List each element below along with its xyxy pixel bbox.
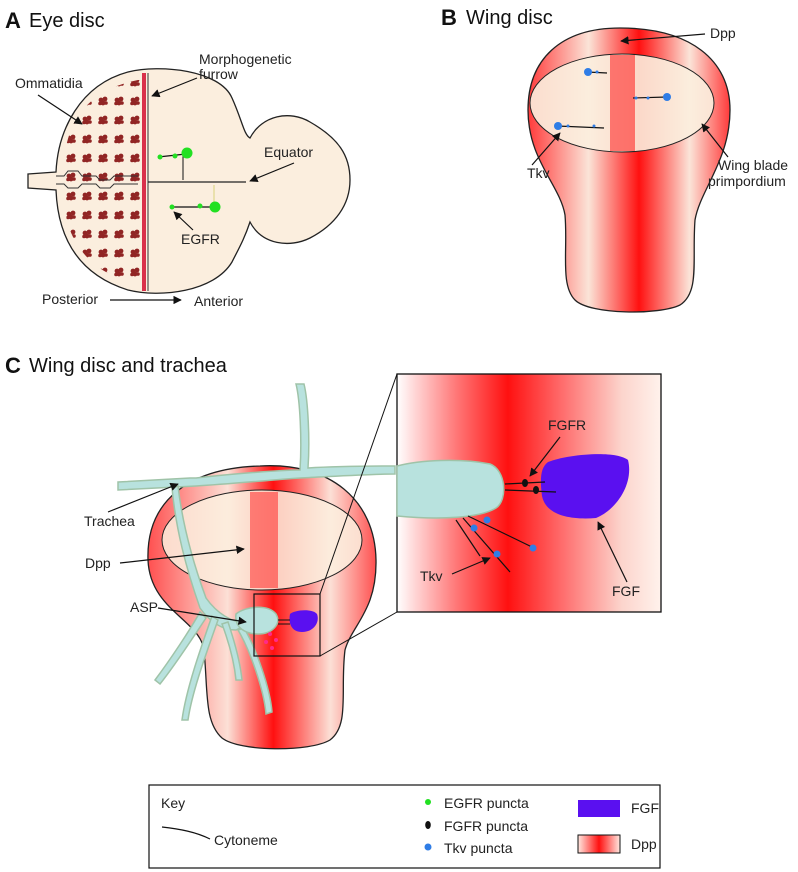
zoom-box-small (253, 593, 321, 657)
trachea (117, 383, 396, 721)
key-box: Key Cytoneme EGFR puncta FGFR puncta Tkv… (148, 784, 661, 869)
posterior-label: Posterior (42, 291, 98, 307)
equator-label: Equator (264, 144, 313, 160)
fgfr-label: FGFR (548, 417, 586, 433)
tkv-cytoneme-b3 (554, 122, 605, 130)
key-cytoneme-label: Cytoneme (214, 832, 278, 848)
key-dpp-swatch (577, 834, 621, 854)
tkv-cytoneme-b1 (584, 68, 608, 76)
key-fgfr-dot (425, 821, 431, 829)
panel-c-letter: C (5, 353, 21, 378)
ommatidia-field (64, 80, 141, 285)
key-fgfr-label: FGFR puncta (444, 818, 528, 834)
key-tkv-label: Tkv puncta (444, 840, 513, 856)
dpp-label-c: Dpp (85, 555, 111, 571)
key-title: Key (161, 795, 185, 811)
tkv-label-zoom: Tkv (420, 568, 443, 584)
key-egfr-dot (425, 799, 431, 805)
tkv-cytoneme-b2 (632, 93, 671, 101)
furrow-label-line2: furrow (199, 66, 239, 82)
asp-label: ASP (130, 599, 158, 615)
panel-b: B Wing disc Dpp Tkv Wing blade primpordi… (441, 5, 788, 313)
panel-b-title: Wing disc (466, 7, 553, 29)
asp-sac (235, 606, 279, 635)
egfr-cytoneme-1 (157, 147, 193, 180)
panel-c-title: Wing disc and trachea (29, 355, 228, 377)
fgf-label-zoom: FGF (612, 583, 640, 599)
furrow-label-line1: Morphogenetic (199, 51, 292, 67)
zoom-inset: FGFR Tkv FGF (396, 373, 662, 613)
anterior-label: Anterior (194, 293, 243, 309)
wing-blade-label-line1: Wing blade (718, 157, 788, 173)
tkv-cytonemes-zoom (455, 515, 537, 573)
tkv-label-b: Tkv (527, 165, 550, 181)
panel-a-title: Eye disc (29, 10, 105, 32)
fgf-region-zoom (540, 454, 630, 519)
egfr-cytoneme-2 (169, 185, 221, 213)
fgf-region-small (289, 610, 318, 632)
key-egfr-label: EGFR puncta (444, 795, 529, 811)
key-tkv-dot (424, 843, 432, 851)
key-cytoneme-line (161, 826, 211, 840)
panel-c: C Wing disc and trachea (5, 353, 662, 750)
fgfr-cytonemes (504, 479, 557, 494)
dpp-label-b: Dpp (710, 25, 736, 41)
key-fgf-swatch (578, 800, 620, 817)
pink-puncta (264, 632, 278, 650)
wing-blade-label-line2: primpordium (708, 173, 786, 189)
morphogenetic-furrow (142, 73, 146, 291)
ommatidia-label: Ommatidia (15, 75, 83, 91)
trachea-zoom (396, 459, 505, 519)
egfr-label: EGFR (181, 231, 220, 247)
panel-a-letter: A (5, 8, 21, 33)
panel-a: A Eye disc Ommatidia Morphogen (5, 8, 351, 309)
panel-b-letter: B (441, 5, 457, 30)
key-fgf-label: FGF (631, 800, 659, 816)
trachea-label: Trachea (84, 513, 135, 529)
key-dpp-label: Dpp (631, 836, 657, 852)
